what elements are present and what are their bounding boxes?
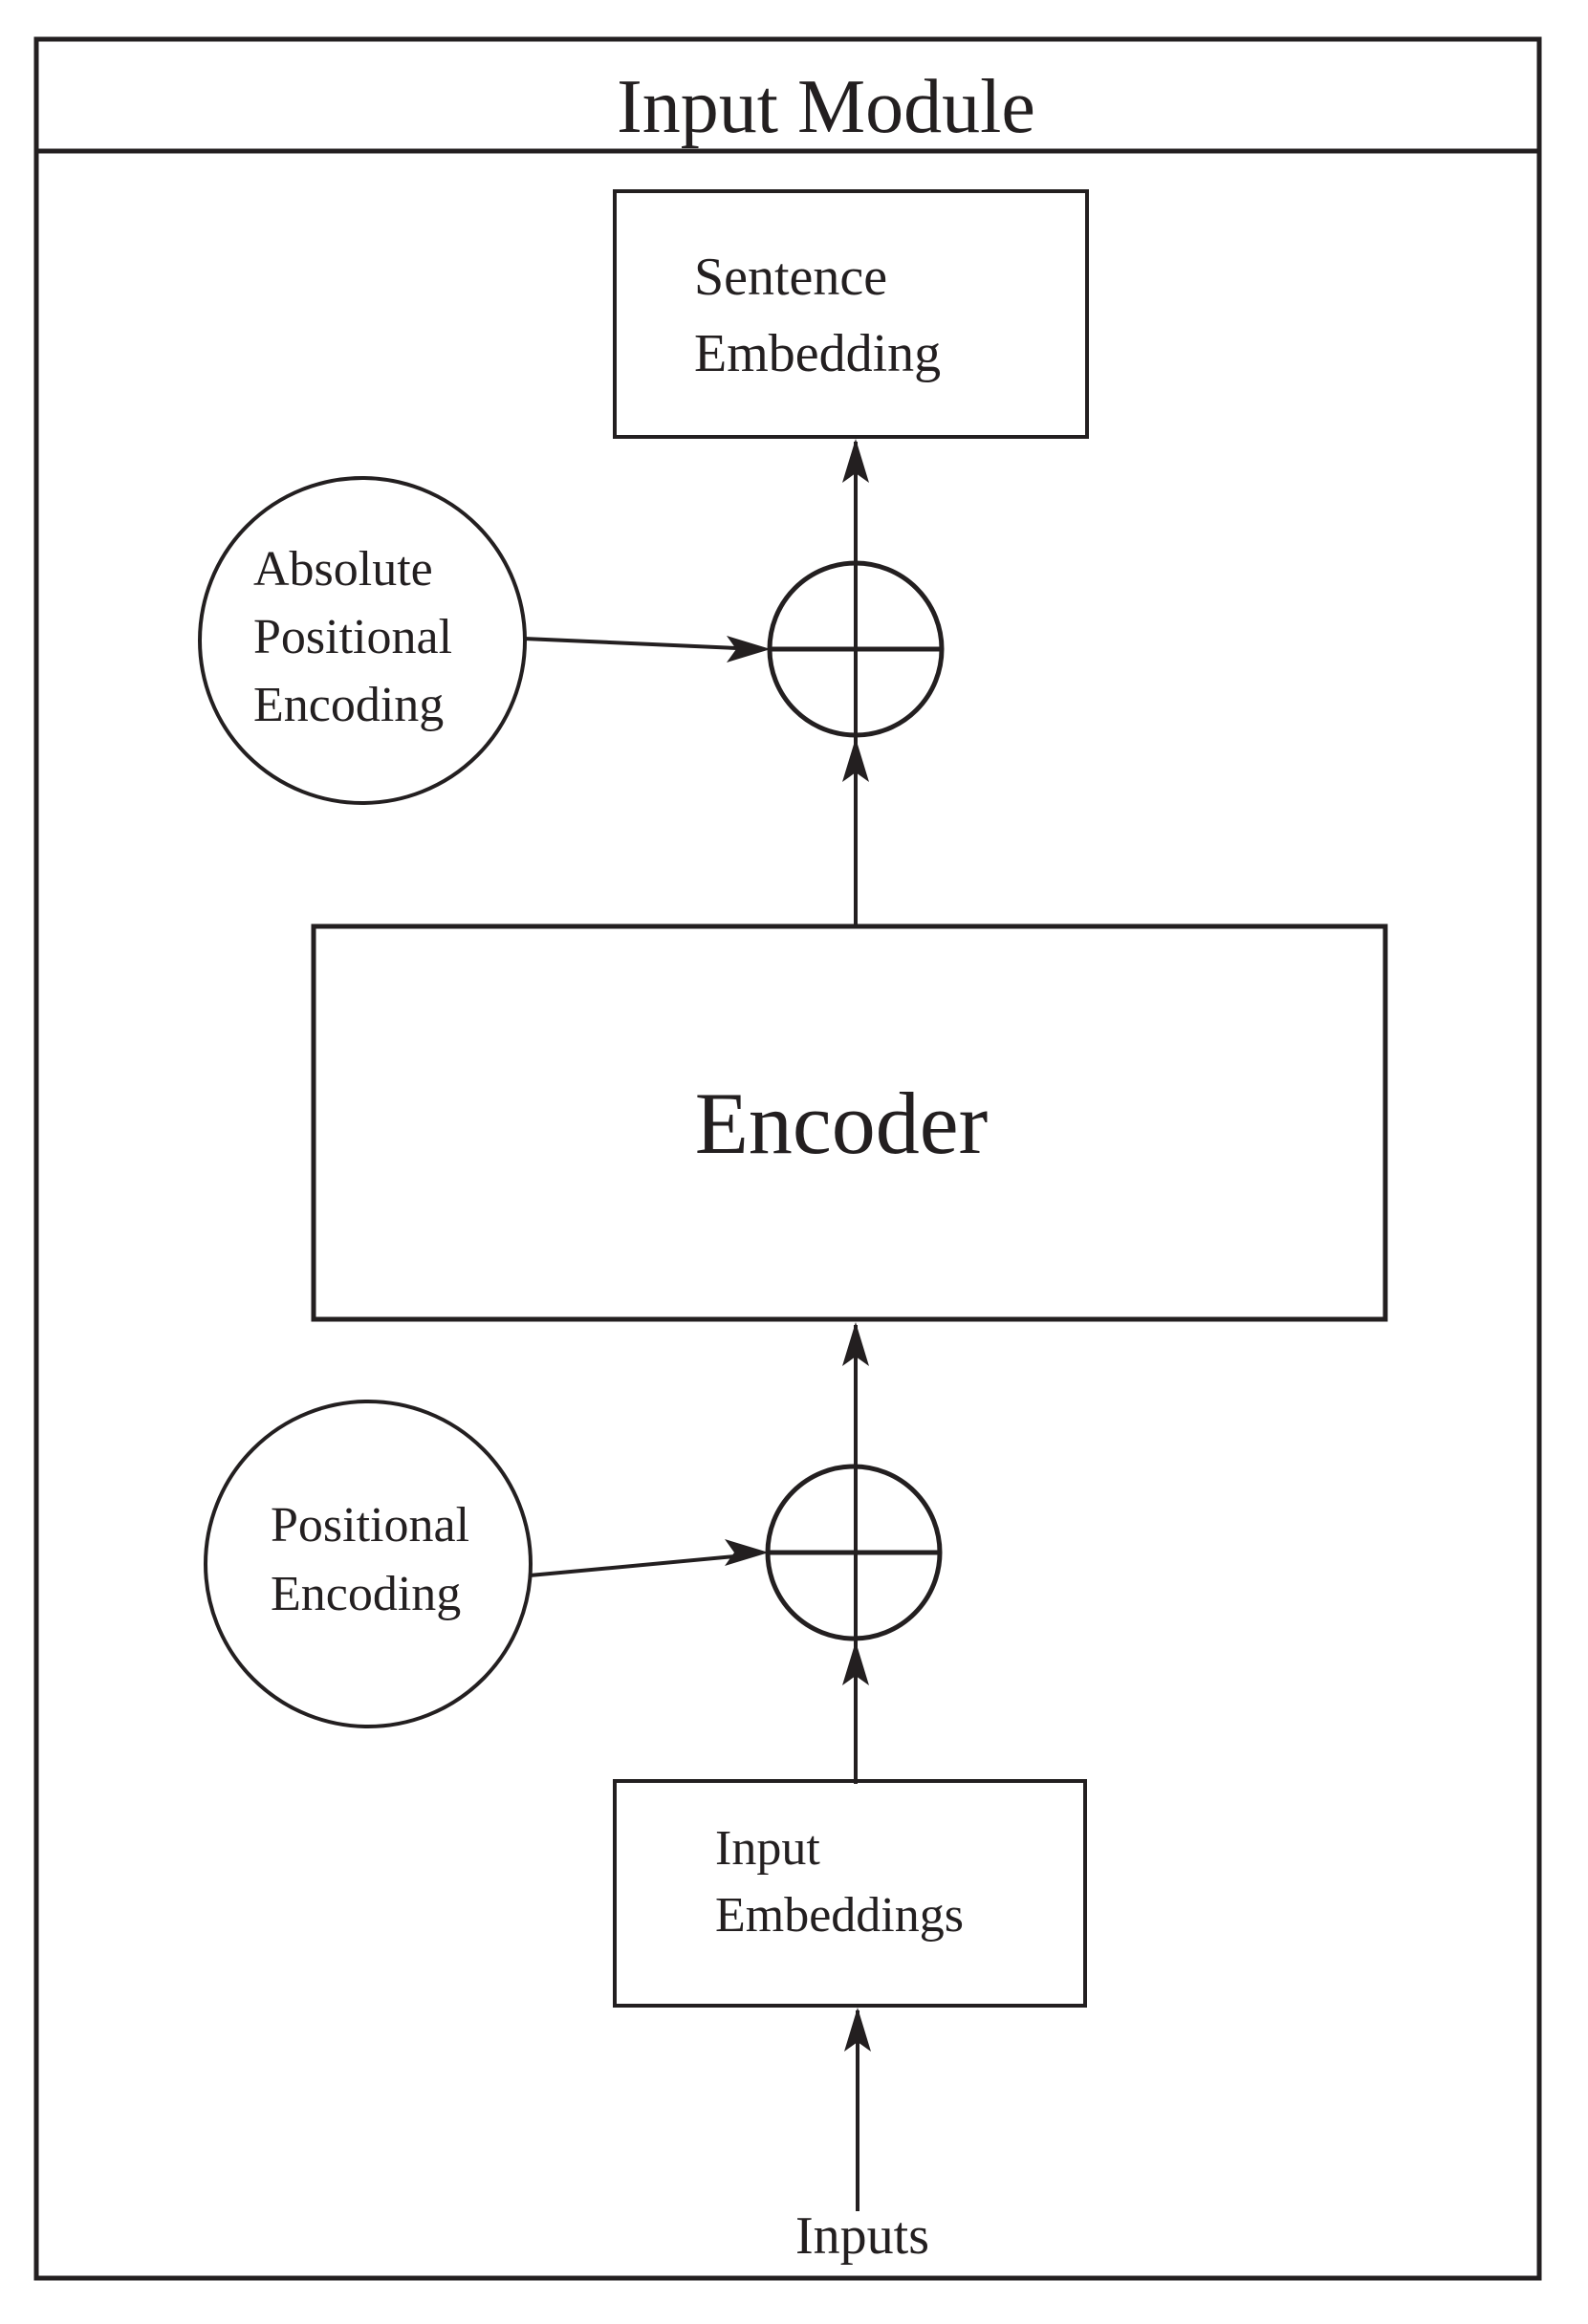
arrowhead-ape-to-upper-add [727, 636, 771, 662]
arrowhead-into-upper-add [842, 738, 869, 782]
sentence-embedding-label-line2: Embedding [694, 324, 941, 383]
arrowhead-into-sentence-embedding [842, 439, 869, 483]
input-embeddings-box [613, 1779, 1087, 2008]
absolute-positional-encoding-line2: Positional [253, 610, 452, 664]
positional-encoding-line1: Positional [271, 1498, 469, 1553]
positional-encoding-ellipse [204, 1400, 533, 1728]
input-embeddings-label-line1: Input [715, 1821, 820, 1876]
encoder-box [311, 923, 1388, 1322]
outer-frame [33, 36, 1542, 2281]
arrowhead-pe-to-lower-add [725, 1539, 769, 1566]
arrowhead-into-input-embeddings [844, 2008, 871, 2052]
arrowhead-into-encoder [842, 1322, 869, 1366]
sentence-embedding-label-line1: Sentence [694, 248, 887, 307]
absolute-positional-encoding-line3: Encoding [253, 678, 444, 732]
encoder-label: Encoder [695, 1075, 989, 1172]
absolute-positional-encoding-line1: Absolute [253, 542, 433, 597]
arrowhead-into-lower-add [842, 1641, 869, 1685]
positional-encoding-line2: Encoding [271, 1567, 461, 1621]
sentence-embedding-box [613, 189, 1089, 439]
inputs-label: Inputs [795, 2206, 929, 2266]
arrow-line-ape-to-upper-add [523, 637, 760, 651]
page-title: Input Module [617, 65, 1035, 149]
input-embeddings-label-line2: Embeddings [715, 1888, 964, 1943]
arrow-line-pe-to-lower-add [529, 1553, 756, 1577]
